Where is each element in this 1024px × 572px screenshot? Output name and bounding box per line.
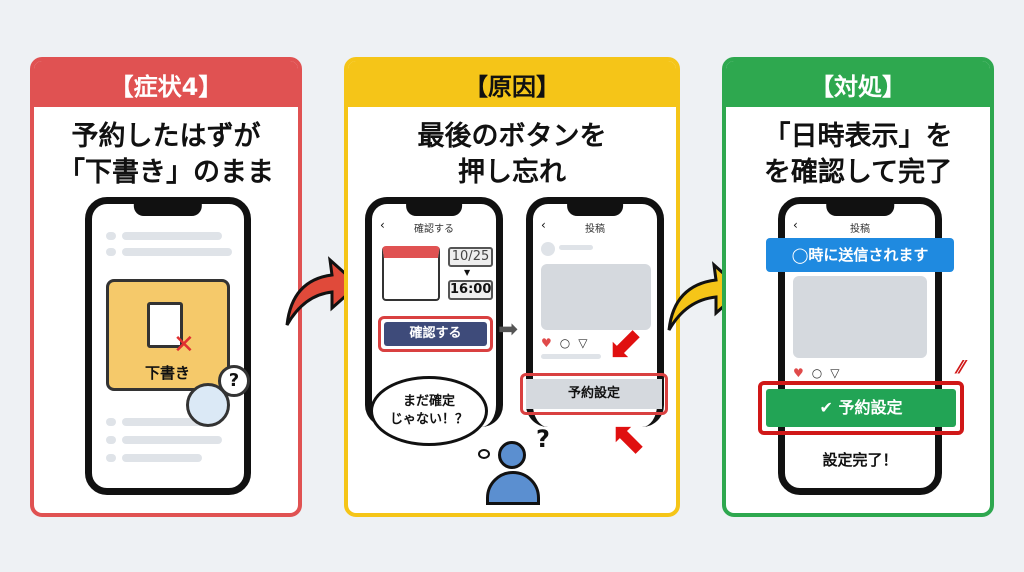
schedule-button[interactable]: 予約設定: [526, 379, 662, 409]
panel-title-line2: 「下書き」のまま: [58, 157, 274, 188]
folder-label: 下書き: [145, 364, 191, 382]
person-icon: [498, 441, 526, 469]
send-icon[interactable]: ▽: [578, 336, 588, 350]
time-field[interactable]: 16:00: [448, 280, 493, 300]
heart-icon[interactable]: ♥: [541, 336, 552, 350]
draft-folder-icon: ✕ 下書き: [106, 279, 230, 391]
post-image: [793, 276, 927, 358]
panel-title-line2: 押し忘れ: [458, 157, 566, 188]
thought-line2: じゃない！？: [389, 412, 468, 427]
back-icon[interactable]: ‹: [541, 218, 546, 232]
calendar-icon: [382, 246, 440, 301]
x-mark-icon: ✕: [173, 330, 195, 360]
schedule-highlight: ✔ 予約設定: [758, 381, 964, 435]
comment-icon[interactable]: ○: [559, 336, 571, 350]
panel-header: 【症状4】: [34, 61, 298, 107]
schedule-button[interactable]: ✔ 予約設定: [766, 389, 956, 427]
panel-title-line1: 予約したはずが: [71, 121, 261, 152]
screen-header: 投稿: [585, 224, 605, 235]
screen-header: 投稿: [850, 224, 870, 235]
panel-title-line1: 最後のボタンを: [417, 121, 607, 152]
panel-title-line1: 「日時表示」を: [763, 121, 953, 152]
cause-panel: 【原因】 最後のボタンを 押し忘れ ‹ 確認する 10/25 ▼ 16:00 確…: [344, 57, 680, 517]
confirm-button[interactable]: 確認する: [384, 322, 487, 346]
date-field[interactable]: 10/25: [448, 247, 493, 267]
scheduled-time-banner: ◯時に送信されます: [766, 238, 954, 272]
back-icon[interactable]: ‹: [380, 218, 385, 232]
back-icon[interactable]: ‹: [793, 218, 798, 232]
panel-header: 【対処】: [726, 61, 990, 107]
check-icon: ✔: [819, 398, 833, 417]
document-icon: [147, 302, 183, 348]
screen-header: 確認する: [414, 224, 454, 235]
solution-panel: 【対処】 「日時表示」を を確認して完了 ‹ 投稿 ♥ ○ ▽ 設定完了！ ◯時に送…: [722, 57, 994, 517]
comment-icon[interactable]: ○: [811, 366, 823, 380]
panel-header: 【原因】: [348, 61, 676, 107]
thought-bubble: まだ確定 じゃない！？: [370, 376, 488, 446]
post-image: [541, 264, 651, 330]
schedule-button-label: 予約設定: [838, 398, 903, 417]
question-icon: ?: [536, 425, 550, 453]
heart-icon[interactable]: ♥: [793, 366, 804, 380]
done-text: 設定完了！: [822, 451, 898, 469]
panel-title-line2: を確認して完了: [763, 157, 953, 188]
schedule-highlight: 予約設定: [520, 373, 668, 415]
confirm-highlight: 確認する: [378, 316, 493, 352]
send-icon[interactable]: ▽: [830, 366, 840, 380]
thought-line1: まだ確定: [402, 394, 455, 409]
symptom-panel: 【症状4】 予約したはずが 「下書き」のまま ✕ 下書き ?: [30, 57, 302, 517]
emphasis-lines-icon: ⁄⁄: [958, 357, 965, 378]
arrow-right-icon: ➡: [498, 315, 519, 343]
question-icon: ?: [218, 365, 250, 397]
